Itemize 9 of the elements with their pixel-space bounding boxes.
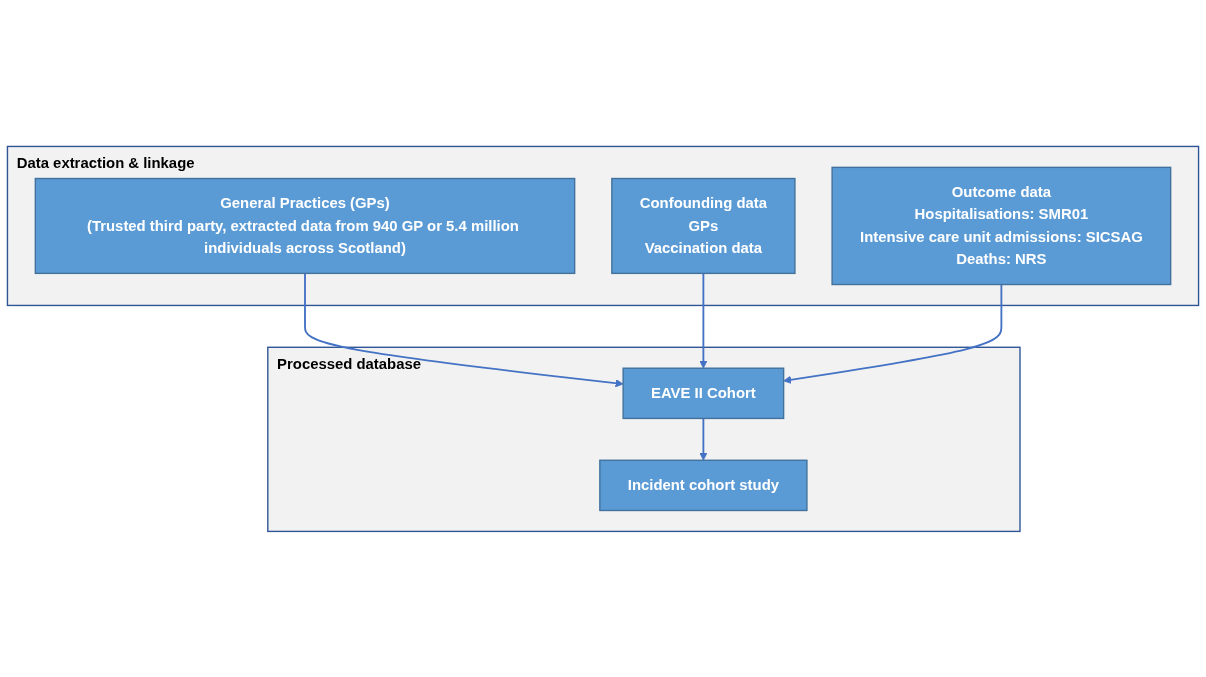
node-box: Confounding data GPs Vaccination data: [611, 177, 796, 274]
arrow: [699, 272, 708, 369]
node-box: EAVE II Cohort: [622, 367, 785, 419]
node-box: Incident cohort study: [599, 459, 808, 511]
arrow: [783, 283, 1003, 384]
node-box: General Practices (GPs) (Trusted third party, extracted data from 940 GP or 5.4 million individuals across Scotland): [34, 177, 576, 274]
node-box: Outcome data Hospitalisations: SMR01 Intensive care unit admissions: SICSAG Deaths: NRS: [831, 166, 1172, 285]
arrow: [304, 272, 624, 387]
arrow: [699, 417, 708, 461]
